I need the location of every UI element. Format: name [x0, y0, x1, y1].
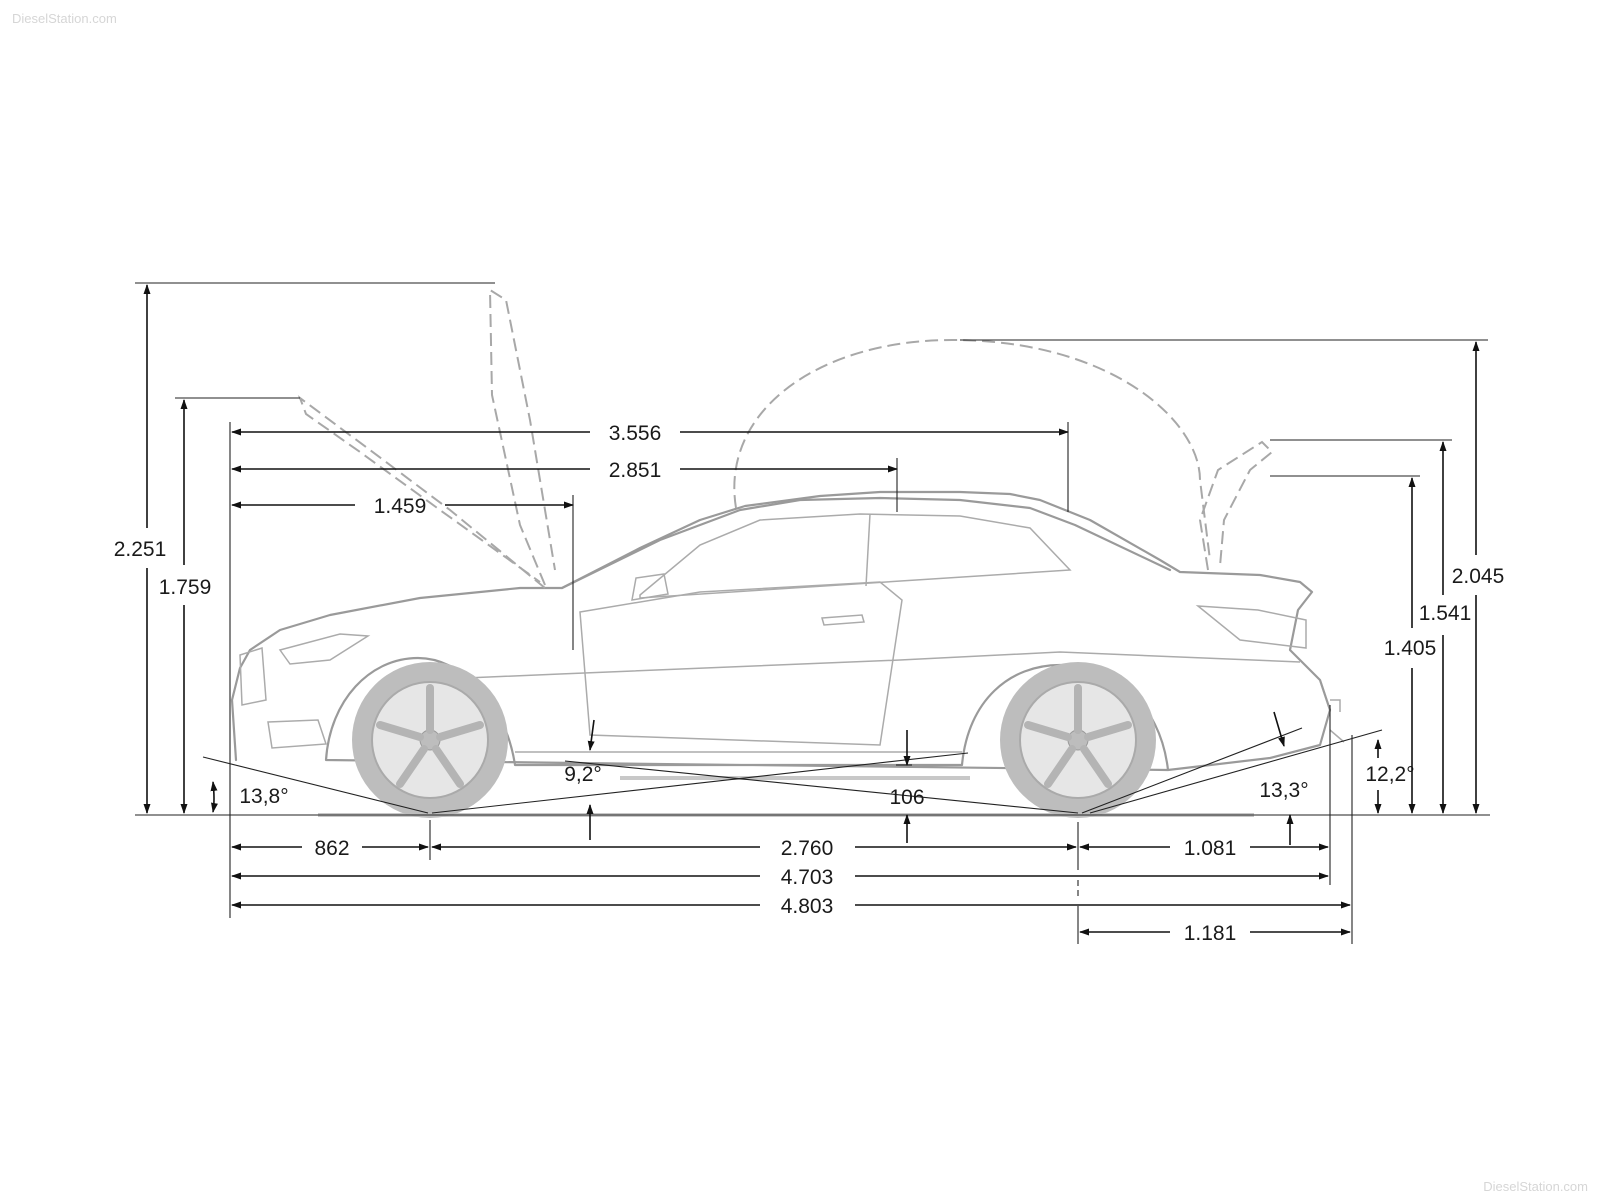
tail-light — [1195, 605, 1307, 649]
dim-departure-angle: 13,3° — [1259, 779, 1308, 802]
watermark-bottom-right: DieselStation.com — [1483, 1179, 1588, 1194]
character-line — [419, 651, 1301, 681]
dim-2851: 2.851 — [609, 459, 662, 482]
open-trunk-lid — [1198, 440, 1274, 571]
dim-1541: 1.541 — [1419, 602, 1472, 625]
open-roof-arc — [733, 338, 1211, 561]
dim-ramp-angle: 9,2° — [564, 763, 602, 786]
door-handle — [821, 614, 865, 626]
open-hood-low — [297, 395, 546, 589]
side-window — [639, 513, 1072, 599]
front-wheel — [352, 662, 508, 818]
dim-1759: 1.759 — [159, 576, 212, 599]
open-hood-high — [488, 288, 556, 586]
dim-ground-clearance: 106 — [889, 786, 924, 809]
rear-wheel — [1000, 662, 1156, 818]
dim-1459: 1.459 — [374, 495, 427, 518]
headlight — [278, 633, 371, 665]
dim-approach-angle: 13,8° — [239, 785, 288, 808]
side-mirror — [631, 573, 669, 601]
car-side-view — [230, 288, 1345, 818]
dim-2251: 2.251 — [114, 538, 167, 561]
dim-rear-overhang-hitch: 1.181 — [1184, 922, 1237, 945]
dim-rear-overhang: 1.081 — [1184, 837, 1237, 860]
roof-line — [560, 496, 1172, 590]
b-pillar — [865, 513, 871, 587]
dim-1405: 1.405 — [1384, 637, 1437, 660]
watermark-top-left: DieselStation.com — [12, 11, 117, 26]
dim-front-overhang: 862 — [314, 837, 349, 860]
tow-hitch — [1329, 699, 1345, 743]
dim-overall-length: 4.703 — [781, 866, 834, 889]
front-grille — [239, 646, 267, 706]
dim-3556: 3.556 — [609, 422, 662, 445]
dim-overall-length-hitch: 4.803 — [781, 895, 834, 918]
dim-departure-angle-hitch: 12,2° — [1365, 763, 1414, 786]
dim-wheelbase: 2.760 — [781, 837, 834, 860]
front-air-intake — [267, 719, 328, 749]
dimension-lines: 3.556 2.851 1.459 2.251 1.759 13,8° 9,2° — [114, 282, 1505, 945]
open-door — [579, 581, 903, 746]
dim-2045: 2.045 — [1452, 565, 1505, 588]
